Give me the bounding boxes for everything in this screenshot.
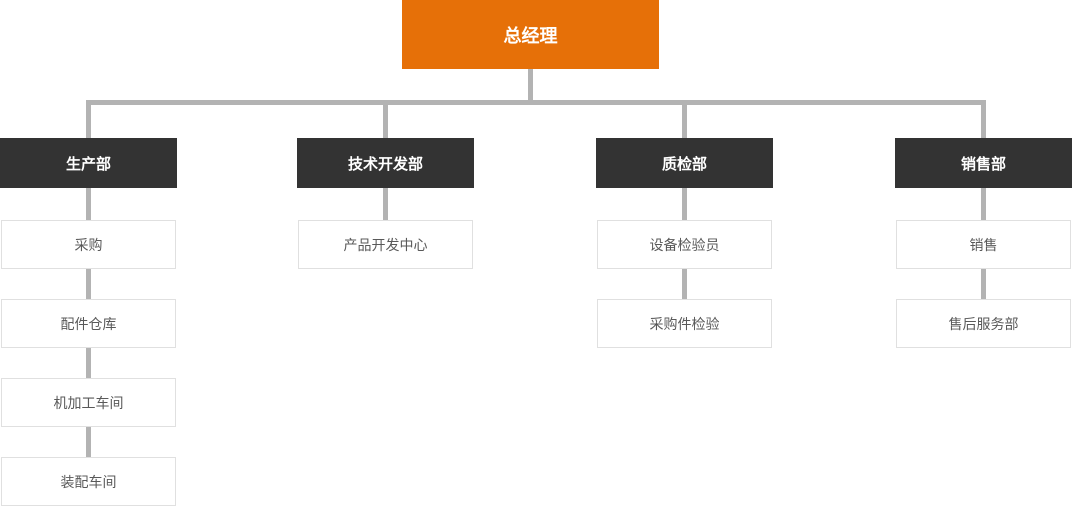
node-machining-workshop[interactable]: 机加工车间 — [1, 378, 176, 427]
node-equipment-inspector[interactable]: 设备检验员 — [597, 220, 772, 269]
connector-column-quality — [682, 100, 687, 304]
node-product-development-center[interactable]: 产品开发中心 — [298, 220, 473, 269]
connector-column-production — [86, 100, 91, 462]
node-quality-inspection-dept[interactable]: 质检部 — [596, 138, 773, 188]
node-general-manager[interactable]: 总经理 — [402, 0, 659, 69]
node-production-dept[interactable]: 生产部 — [0, 138, 177, 188]
node-parts-warehouse[interactable]: 配件仓库 — [1, 299, 176, 348]
node-purchasing[interactable]: 采购 — [1, 220, 176, 269]
node-after-sales-service-dept[interactable]: 售后服务部 — [896, 299, 1071, 348]
connector-horizontal-rail — [86, 100, 986, 105]
node-tech-development-dept[interactable]: 技术开发部 — [297, 138, 474, 188]
node-assembly-workshop[interactable]: 装配车间 — [1, 457, 176, 506]
node-sales-dept[interactable]: 销售部 — [895, 138, 1072, 188]
node-sales[interactable]: 销售 — [896, 220, 1071, 269]
node-purchased-parts-inspection[interactable]: 采购件检验 — [597, 299, 772, 348]
connector-column-sales — [981, 100, 986, 304]
connector-root-drop — [528, 69, 533, 105]
